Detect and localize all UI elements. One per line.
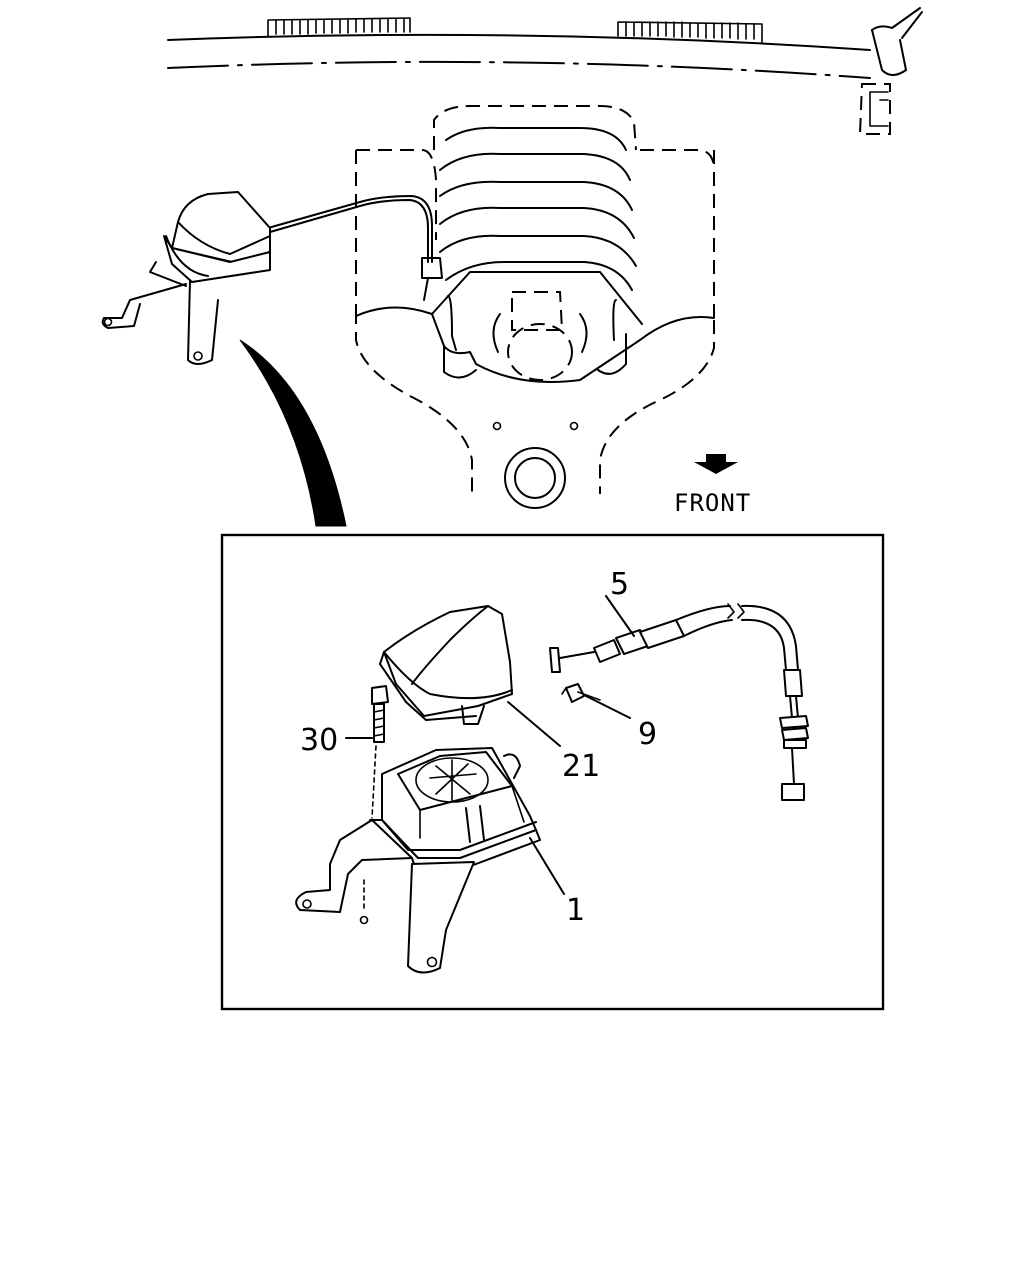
callout-30: 30 — [300, 723, 338, 758]
part-9-screw — [561, 683, 601, 703]
callout-9: 9 — [638, 717, 657, 752]
callout-5: 5 — [610, 567, 629, 602]
assembly-installed — [101, 191, 443, 365]
part-1-actuator-unit — [295, 747, 541, 974]
detail-view-frame — [220, 533, 885, 1011]
callout-21: 21 — [562, 749, 600, 784]
front-direction-label: FRONT — [674, 489, 751, 517]
front-arrow-icon — [694, 454, 738, 474]
cowl-panel — [167, 7, 923, 135]
detail-callout-arrow — [239, 339, 347, 527]
callout-leaders — [345, 595, 635, 895]
callout-1: 1 — [566, 893, 585, 928]
part-21-cover — [379, 605, 513, 725]
part-30-bolt — [371, 685, 389, 819]
engine-outline — [355, 105, 715, 509]
part-5-cable — [549, 603, 809, 801]
